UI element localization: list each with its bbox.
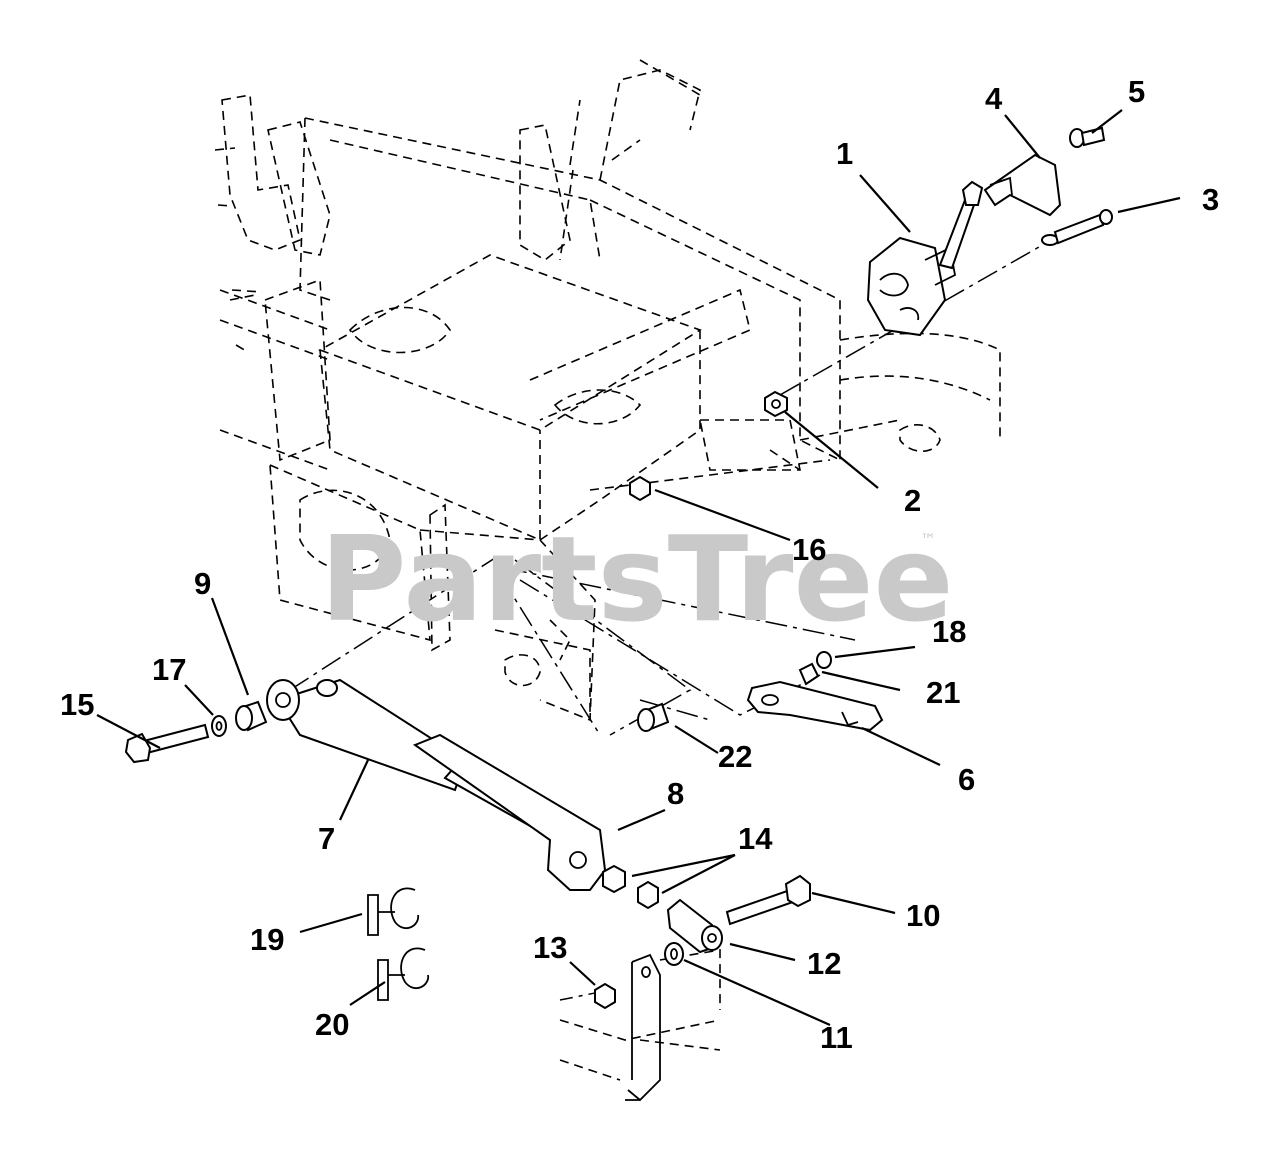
part-8-rod-bracket (412, 733, 607, 891)
callout-9: 9 (194, 566, 211, 601)
callout-20: 20 (315, 1007, 349, 1042)
callout-22: 22 (718, 739, 752, 774)
callout-8: 8 (667, 776, 684, 811)
part-5-screw (1069, 126, 1106, 148)
part-19-hairpin-clip (367, 887, 419, 936)
watermark: PartsTree ™ (320, 510, 954, 648)
part-6-link-arm (746, 680, 884, 732)
leader-lines (96, 109, 1181, 1027)
callout-17: 17 (152, 652, 186, 687)
lower-bracket (625, 953, 661, 1102)
part-22-spacer (637, 702, 670, 732)
callout-16: 16 (792, 532, 826, 567)
part-17-washer (211, 715, 227, 737)
frame-outline (214, 59, 1001, 1081)
part-21-washer (798, 662, 820, 686)
part-11-washer (664, 942, 684, 966)
callout-labels: 1 2 3 4 5 6 7 8 9 10 11 12 13 14 15 16 1… (60, 74, 1219, 1055)
part-14-nuts (602, 864, 659, 910)
callout-15: 15 (60, 687, 94, 722)
callout-21: 21 (926, 675, 960, 710)
part-2-nut (764, 390, 788, 418)
part-16-bolt (629, 475, 651, 502)
watermark-text: PartsTree (320, 510, 954, 648)
watermark-trademark: ™ (920, 530, 936, 549)
callout-5: 5 (1128, 74, 1145, 109)
callout-12: 12 (807, 946, 841, 981)
callout-1: 1 (836, 136, 853, 171)
part-1-control-valve (866, 180, 984, 337)
part-9-spacer (235, 700, 268, 732)
part-4-bracket (983, 153, 1062, 246)
callout-4: 4 (985, 81, 1003, 116)
part-3-bolt (1053, 209, 1113, 245)
callout-7: 7 (318, 821, 335, 856)
part-12-rod-end (666, 898, 723, 954)
callout-18: 18 (932, 614, 966, 649)
part-10-bolt (725, 874, 811, 926)
parts (124, 126, 1113, 1102)
callout-3: 3 (1202, 182, 1219, 217)
callout-11: 11 (820, 1020, 853, 1055)
callout-6: 6 (958, 762, 975, 797)
callout-14: 14 (738, 821, 773, 856)
callout-10: 10 (906, 898, 940, 933)
part-15-bolt (124, 723, 210, 764)
callout-19: 19 (250, 922, 284, 957)
callout-13: 13 (533, 930, 567, 965)
callout-2: 2 (904, 483, 921, 518)
part-18-nut (816, 651, 832, 669)
part-20-hairpin-clip (377, 947, 429, 1001)
part-13-nut (594, 982, 616, 1010)
